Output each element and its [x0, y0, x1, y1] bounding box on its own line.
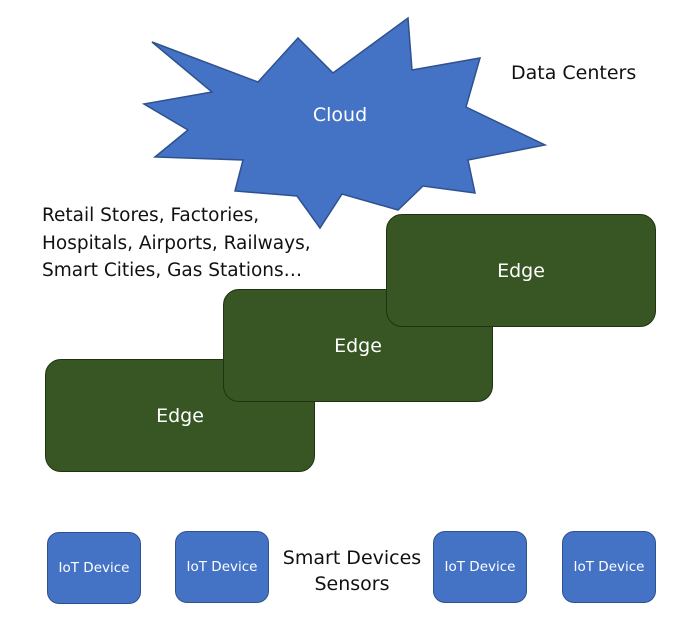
- smart-devices-line: Smart Devices: [282, 547, 422, 569]
- edge-locations-line: Retail Stores, Factories,: [42, 205, 260, 226]
- edge-locations-text: Retail Stores, Factories, Hospitals, Air…: [42, 202, 311, 285]
- sensors-line: Sensors: [314, 573, 390, 595]
- edge-box-upper: Edge: [386, 214, 656, 327]
- data-centers-label: Data Centers: [511, 62, 637, 84]
- cloud-starburst-shape: [141, 16, 548, 230]
- edge-box-middle: Edge: [223, 289, 493, 402]
- edge-locations-line: Hospitals, Airports, Railways,: [42, 232, 311, 254]
- iot-device-box: IoT Device: [433, 531, 527, 603]
- iot-device-box: IoT Device: [562, 531, 656, 603]
- iot-device-box: IoT Device: [47, 532, 141, 604]
- iot-device-box: IoT Device: [175, 531, 269, 603]
- cloud-label: Cloud: [312, 104, 368, 126]
- smart-devices-caption: Smart Devices Sensors: [280, 545, 424, 597]
- edge-locations-line: Smart Cities, Gas Stations…: [42, 260, 303, 281]
